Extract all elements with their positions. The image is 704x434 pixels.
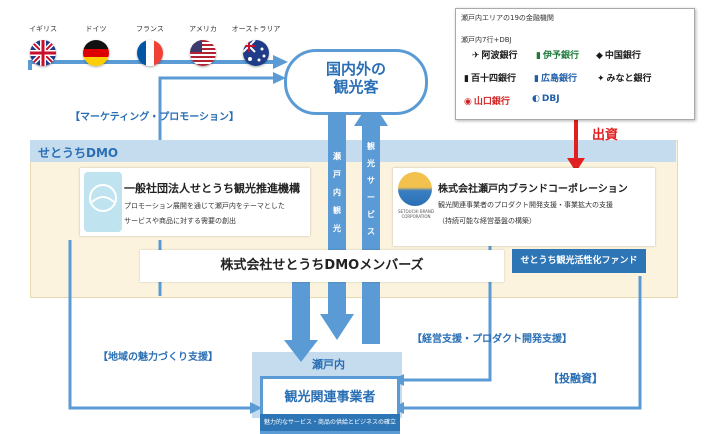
setouchi-tag: 瀬戸内 [312, 358, 345, 371]
bank-name: DBJ [541, 94, 560, 104]
regional-support-arrow [68, 240, 252, 410]
visitors-label: 国内外の 観光客 [325, 60, 386, 96]
regional-support-arrowhead [250, 402, 262, 414]
association-desc-1: プロモーション展開を通じて瀬戸内をテーマとした [124, 202, 285, 210]
bank-name: 広島銀行 [540, 74, 577, 84]
bank-panel [455, 8, 695, 120]
bank-logo-icon: ✈ [472, 51, 480, 61]
operators-sub-bar: 魅力的なサービス・商品の供給とビジネスの確立 [260, 414, 400, 431]
service-up-shaft [362, 124, 380, 344]
bank-panel-subtitle: 瀬戸内7行+DBJ [461, 36, 512, 44]
regional-support-label: 【地域の魅力づくり支援】 [98, 352, 218, 363]
financing-arrow [402, 276, 642, 410]
bank-logo-icon: ◆ [596, 51, 603, 61]
bank-item: ✈阿波銀行 [472, 48, 518, 61]
bank-item: ◉山口銀行 [464, 94, 510, 107]
brand-corp-box [393, 168, 655, 246]
bank-panel-title: 瀬戸内エリアの19の金融機関 [461, 14, 554, 22]
association-name: 一般社団法人せとうち観光推進機構 [124, 182, 300, 195]
management-support-arrow [402, 240, 492, 382]
visitors-ellipse [284, 49, 428, 115]
country-label-de: ドイツ [85, 25, 107, 33]
country-label-au: オーストラリア [231, 25, 281, 33]
management-support-label: 【経営支援・プロダクト開発支援】 [412, 334, 572, 345]
flag-icon-de [83, 40, 109, 66]
investment-arrowhead [567, 158, 585, 172]
bank-logo-icon: ▮ [464, 74, 469, 84]
brand-corp-logo [398, 172, 432, 206]
members-down-arrowhead [284, 340, 318, 362]
visitors-down-arrowhead [320, 314, 354, 340]
association-desc-2: サービスや商品に対する需要の創出 [124, 217, 236, 225]
bank-name: 山口銀行 [473, 97, 510, 107]
bank-item: ◆中国銀行 [596, 48, 641, 61]
bank-logo-icon: ✦ [597, 74, 605, 84]
brand-corp-logo-text: SETOUCHI BRAND CORPORATION [397, 209, 434, 219]
country-label-us: アメリカ [189, 25, 217, 33]
country-label-fr: フランス [136, 25, 164, 33]
marketing-label: 【マーケティング・プロモーション】 [70, 112, 239, 123]
marketing-arrowhead [273, 72, 286, 84]
bank-item: ◐DBJ [532, 94, 560, 104]
vertical-label-left: 瀬戸内観光 [333, 152, 341, 233]
members-bar: 株式会社せとうちDMOメンバーズ [140, 250, 504, 282]
bank-logo-icon: ◉ [464, 97, 472, 107]
investment-label: 出資 [592, 128, 619, 143]
bank-item: ▮百十四銀行 [464, 71, 516, 84]
marketing-arrow [158, 76, 275, 140]
dmo-label [30, 140, 676, 162]
bank-name: 中国銀行 [604, 51, 641, 61]
bank-logo-icon: ◐ [532, 94, 540, 104]
members-down-shaft [292, 270, 310, 342]
association-logo [84, 172, 122, 232]
operators-name: 観光関連事業者 [284, 390, 376, 405]
flag-icon-fr [137, 40, 163, 66]
bank-logo-icon: ▮ [536, 51, 541, 61]
bank-item: ✦みなと銀行 [597, 71, 652, 84]
investment-shaft [574, 120, 578, 160]
bank-name: みなと銀行 [606, 74, 652, 84]
fund-box: せとうち観光活性化ファンド [512, 249, 646, 273]
bank-name: 百十四銀行 [470, 74, 516, 84]
brand-corp-desc-1: 観光関連事業者のプロダクト開発支援・事業拡大の支援 [438, 201, 613, 209]
financing-label: 【投融資】 [548, 372, 603, 385]
country-label-uk: イギリス [29, 25, 57, 33]
bank-name: 阿波銀行 [481, 51, 518, 61]
vertical-label-right: 観光サービス [367, 142, 375, 236]
flag-icon-us [190, 40, 216, 66]
brand-corp-name: 株式会社瀬戸内ブランドコーポレーション [438, 184, 628, 195]
bank-item: ▮広島銀行 [534, 71, 577, 84]
flag-icon-au [243, 40, 269, 66]
brand-corp-desc-2: （持続可能な経営基盤の構築） [438, 217, 536, 225]
bank-name: 伊予銀行 [542, 51, 579, 61]
bank-item: ▮伊予銀行 [536, 48, 579, 61]
bank-logo-icon: ▮ [534, 74, 539, 84]
flag-icon-uk [30, 40, 56, 66]
flags-to-visitors-arrowhead [273, 55, 288, 69]
dmo-label-text: せとうちDMO [38, 146, 119, 160]
